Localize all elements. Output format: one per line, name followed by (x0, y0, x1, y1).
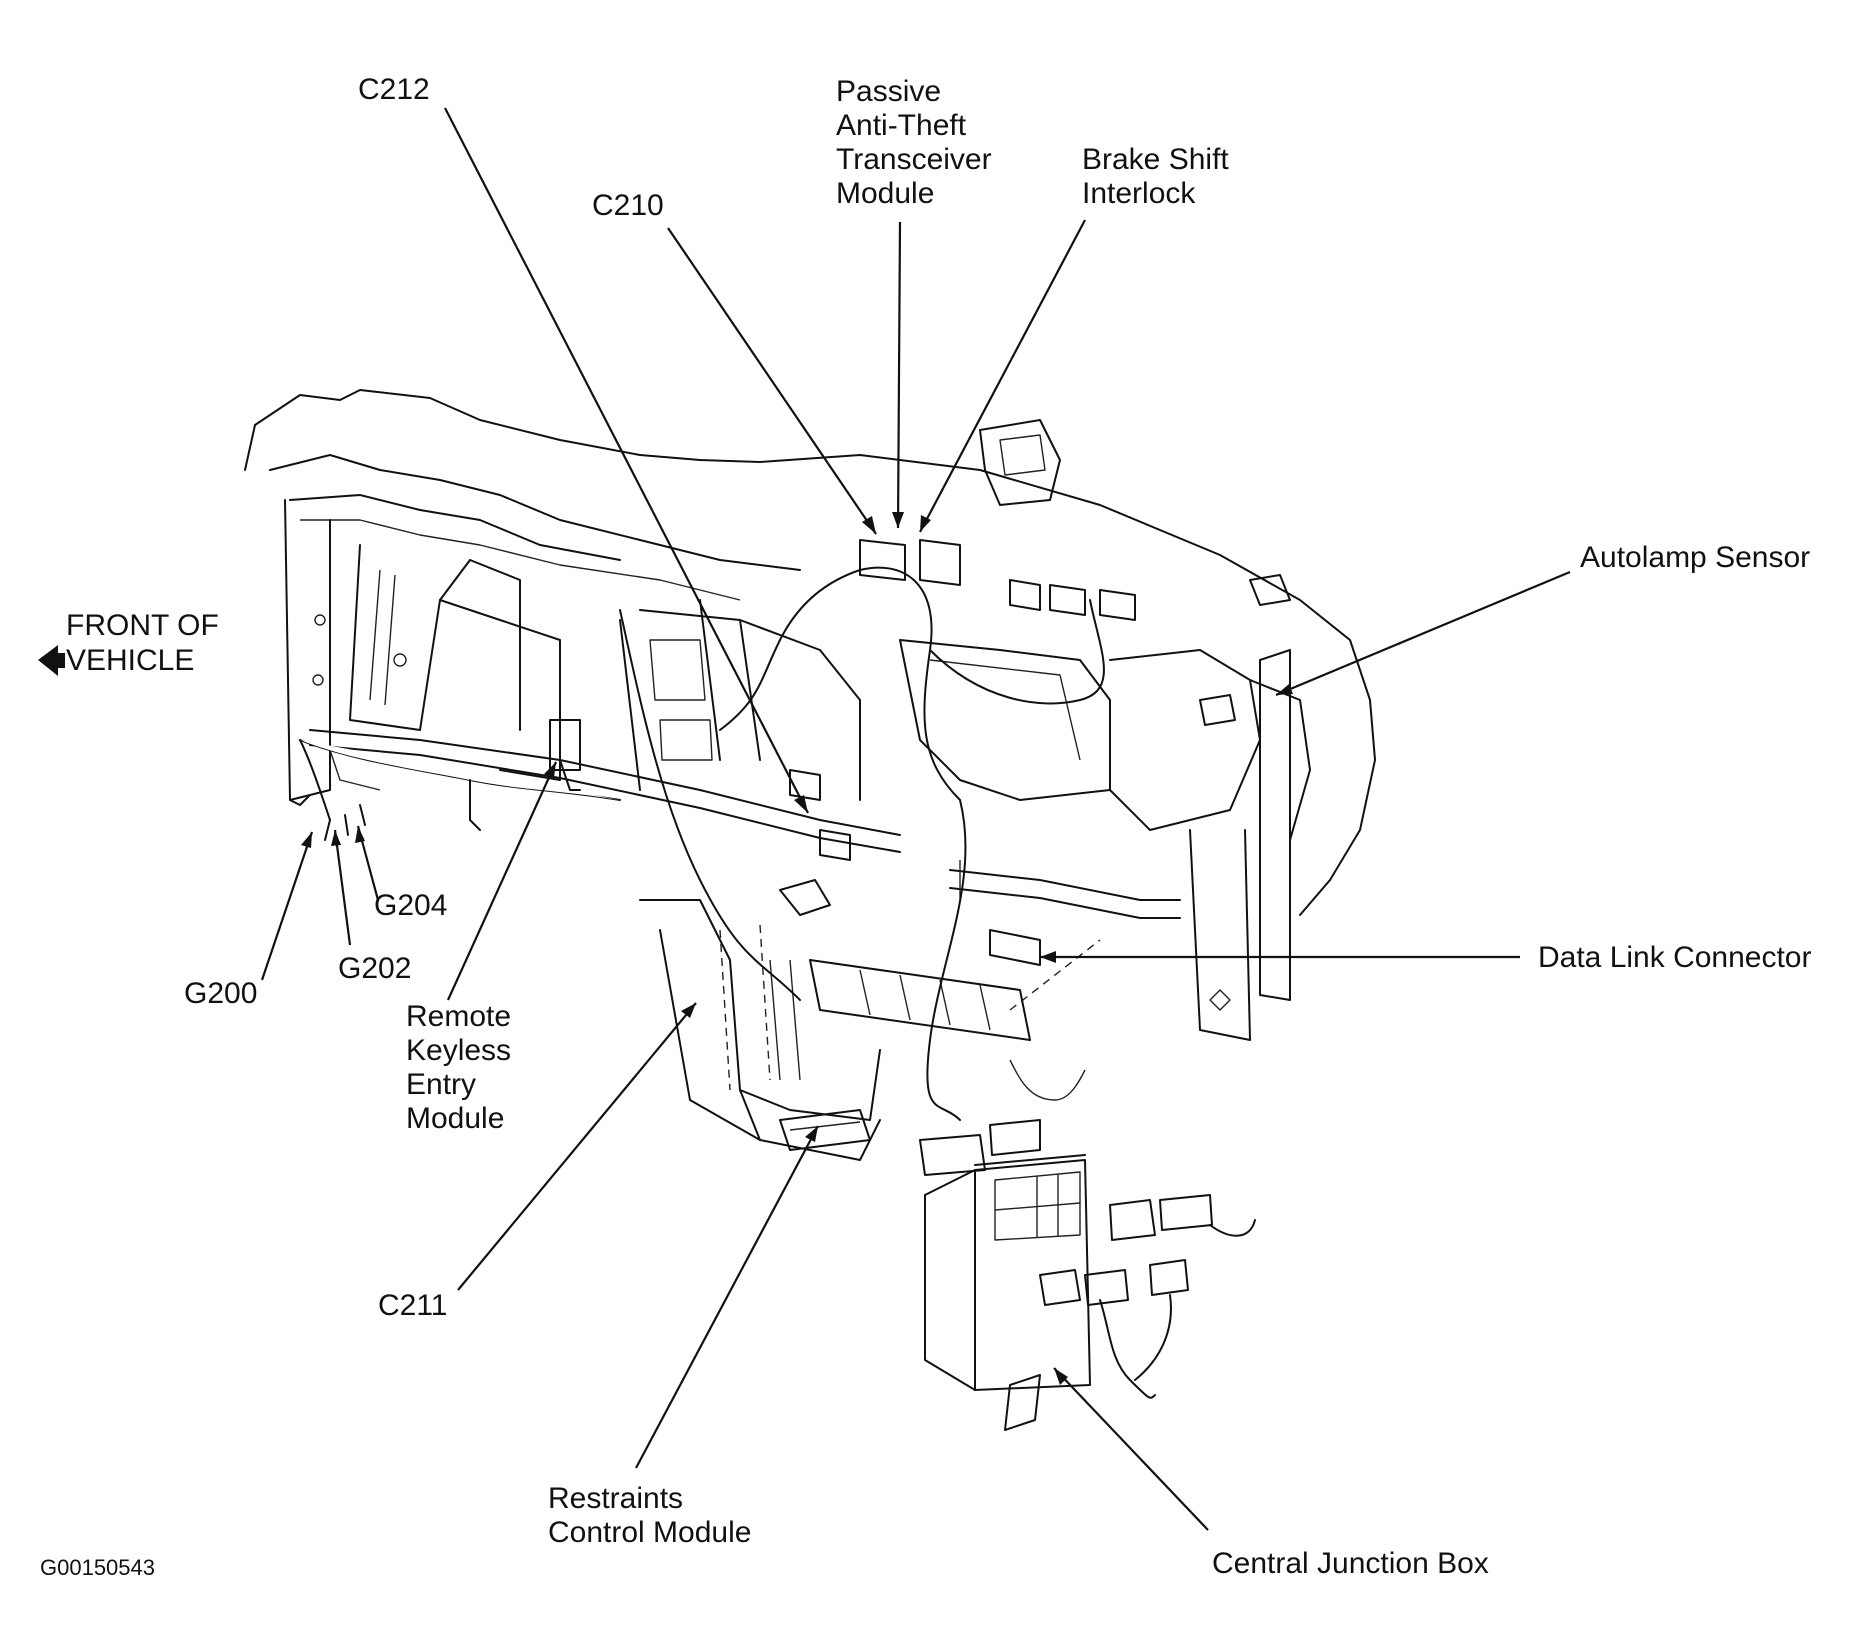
label-g200: G200 (184, 977, 257, 1010)
leader-lines (260, 107, 1571, 1531)
label-g204: G204 (374, 889, 447, 922)
label-c210: C210 (592, 189, 664, 222)
label-passive-anti-theft-transceiver-module: Passive Anti-Theft Transceiver Module (836, 75, 1000, 210)
label-remote-keyless-entry-module: Remote Keyless Entry Module (406, 1000, 519, 1135)
label-c211: C211 (378, 1289, 448, 1322)
label-autolamp-sensor: Autolamp Sensor (1580, 541, 1810, 574)
label-data-link-connector: Data Link Connector (1538, 941, 1812, 974)
arrow-left-icon (38, 645, 65, 676)
instrument-panel-illustration (244, 389, 1376, 1431)
figure-id: G00150543 (40, 1555, 155, 1580)
label-restraints-control-module: Restraints Control Module (548, 1482, 751, 1549)
label-central-junction-box: Central Junction Box (1212, 1547, 1489, 1580)
label-c212: C212 (358, 73, 430, 106)
label-front-of-vehicle: FRONT OF VEHICLE (66, 609, 227, 677)
label-brake-shift-interlock: Brake Shift Interlock (1082, 143, 1237, 210)
callout-labels: C212 Passive Anti-Theft Transceiver Modu… (38, 73, 1812, 1580)
label-g202: G202 (338, 952, 411, 985)
